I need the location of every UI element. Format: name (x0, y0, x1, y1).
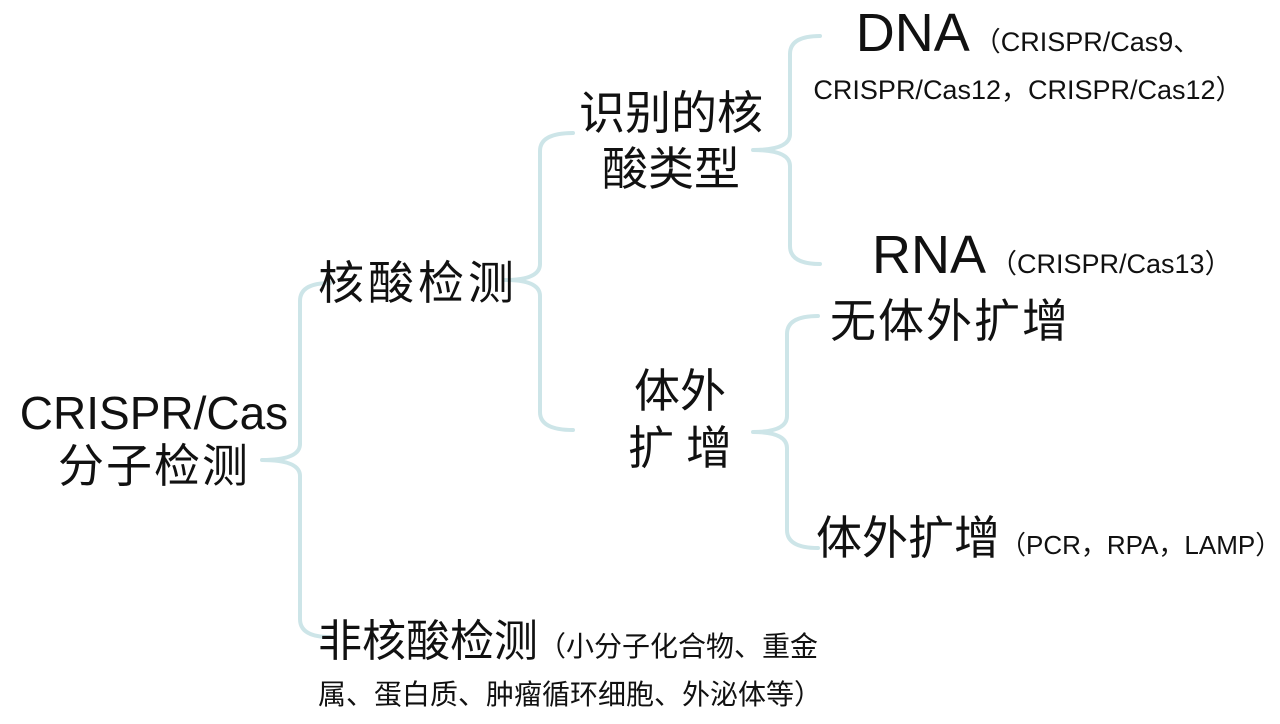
node-no-in-vitro-amplification-leaf: 无体外扩增 (830, 297, 1070, 347)
node-rna-leaf: RNA （CRISPR/Cas13） (872, 228, 1232, 296)
node-in-vitro-amplification-branch: 体外 扩增 (598, 363, 762, 477)
non-nucleic-title-row: 非核酸检测（小分子化合物、重金 (318, 617, 898, 677)
node-nucleic-acid-detection: 核酸检测 (318, 259, 518, 309)
rna-title: RNA (872, 225, 987, 285)
node-non-nucleic-acid-detection: 非核酸检测（小分子化合物、重金 属、蛋白质、肿瘤循环细胞、外泌体等） (318, 617, 898, 715)
brace-nucleic-to-children (503, 131, 575, 432)
dna-title-row: DNA （CRISPR/Cas9、 (788, 6, 1268, 74)
non-nucleic-title: 非核酸检测 (318, 617, 538, 666)
root-title-line2: 分子检测 (58, 441, 250, 492)
root-title-line1: CRISPR/Cas (19, 387, 289, 439)
node-recognized-nucleic-acid-type: 识别的核 酸类型 (556, 86, 786, 198)
node-with-in-vitro-amplification-leaf: 体外扩增（PCR，RPA，LAMP） (816, 512, 1280, 572)
dna-detail-line1: （CRISPR/Cas9、 (973, 27, 1201, 57)
dna-title: DNA (855, 3, 970, 63)
brace-amplification-to-children (751, 314, 820, 550)
rna-detail: （CRISPR/Cas13） (990, 249, 1232, 279)
brace-root-to-level1 (260, 281, 332, 639)
no-amplification-label: 无体外扩增 (830, 296, 1070, 347)
non-nucleic-detail-line1: （小分子化合物、重金 (538, 632, 819, 663)
with-amplification-title: 体外扩增 (816, 513, 1000, 564)
node-dna-leaf: DNA （CRISPR/Cas9、 CRISPR/Cas12，CRISPR/Ca… (788, 6, 1268, 107)
with-amplification-detail: （PCR，RPA，LAMP） (1000, 530, 1280, 560)
dna-detail-line2: CRISPR/Cas12，CRISPR/Cas12） (813, 75, 1243, 105)
nucleic-acid-detection-label: 核酸检测 (318, 258, 518, 309)
recognized-acid-type-line2: 酸类型 (602, 144, 740, 195)
non-nucleic-detail-line2: 属、蛋白质、肿瘤循环细胞、外泌体等） (318, 680, 823, 711)
brace-acid-type-to-children (751, 34, 822, 266)
recognized-acid-type-line1: 识别的核 (579, 88, 763, 139)
in-vitro-amplification-line2: 扩增 (628, 423, 744, 474)
in-vitro-amplification-line1: 体外 (634, 366, 726, 417)
node-root-crispr-cas-molecular-detection: CRISPR/Cas 分子检测 (8, 386, 300, 494)
